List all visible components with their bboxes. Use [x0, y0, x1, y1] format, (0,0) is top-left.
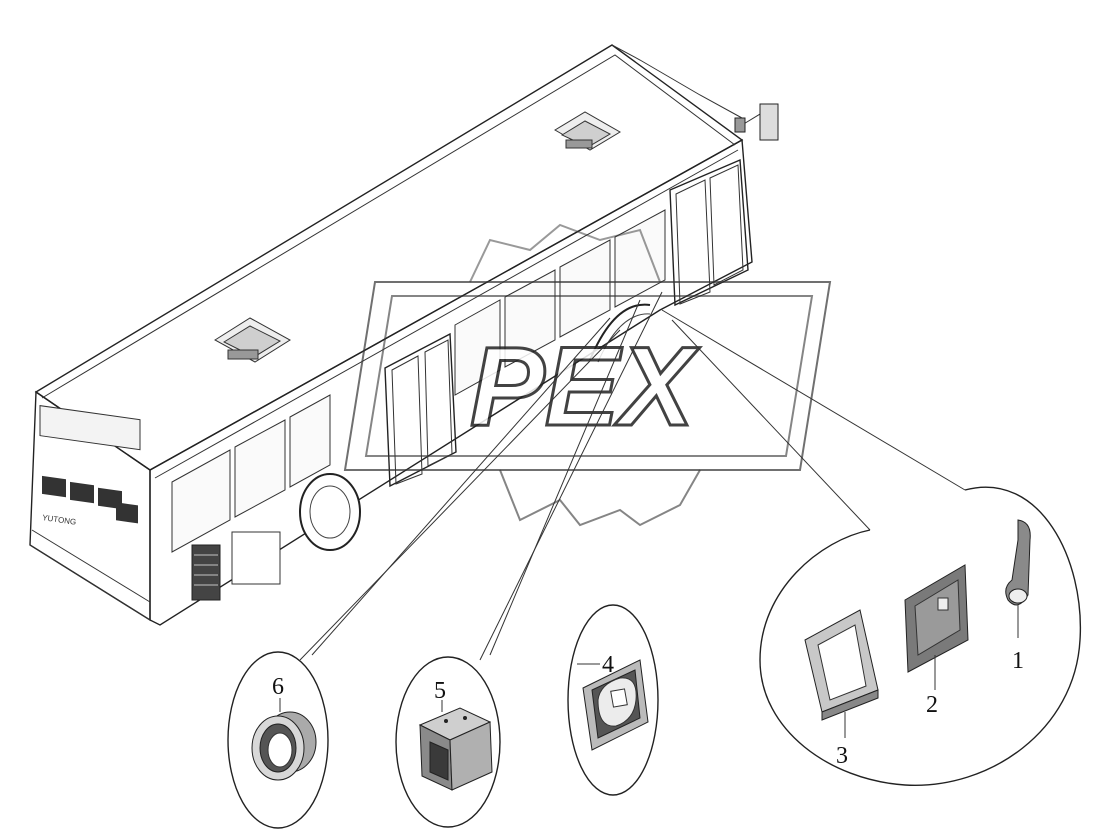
part-6-grommet [251, 698, 317, 781]
rear-door [669, 158, 749, 307]
detail-bubble-1-2-3 [759, 486, 1082, 786]
bus-front: YUTONG [29, 405, 151, 621]
part-5-bracket [418, 700, 493, 791]
callout-4: 4 [602, 652, 614, 678]
callout-3: 3 [836, 743, 848, 769]
leader-lines [299, 291, 966, 661]
roof-hatch-rear [554, 111, 621, 151]
callout-5: 5 [434, 678, 446, 704]
part-2-plate [904, 564, 969, 690]
bus-brand-label: YUTONG [42, 513, 77, 527]
callout-6: 6 [272, 674, 284, 700]
rear-wheel [589, 303, 651, 363]
part-3-frame [804, 609, 879, 738]
part-1-strap [1005, 519, 1031, 638]
callout-1: 1 [1012, 648, 1024, 674]
detail-bubble-4 [567, 604, 659, 796]
part-4-vent-cap [577, 659, 649, 751]
watermark-gear [343, 281, 832, 471]
front-door [384, 332, 457, 488]
roof-hatch-front [214, 317, 291, 363]
front-wheel [299, 473, 361, 551]
detail-bubble-5 [395, 656, 501, 828]
side-mirror [734, 103, 779, 141]
detail-bubble-6 [227, 651, 329, 829]
callout-numbers: 1 2 3 4 5 6 [272, 648, 1024, 769]
side-grille [191, 531, 281, 601]
callout-2: 2 [926, 692, 938, 718]
